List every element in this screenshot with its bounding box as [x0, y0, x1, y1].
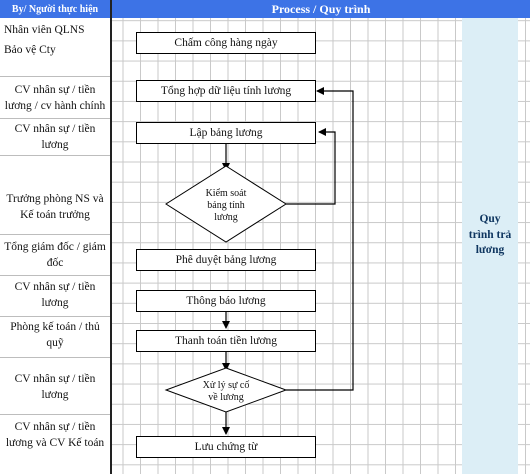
- actor-cv-tien-luong-3: CV nhân sự / tiền lương: [0, 372, 110, 403]
- actor-line: CV nhân sự / tiền: [14, 421, 96, 433]
- actor-line: đốc: [46, 256, 64, 269]
- step-cham-cong: Chấm công hàng ngày: [136, 32, 316, 54]
- actor-qlns-line2: Bảo vệ Cty: [4, 43, 56, 56]
- decision-line: Xử lý sự cố: [202, 380, 250, 391]
- step-thanh-toan: Thanh toán tiền lương: [136, 330, 316, 352]
- actor-line: quỹ: [46, 336, 64, 349]
- actor-line: CV nhân sự / tiền: [14, 373, 96, 385]
- actor-column: [0, 18, 110, 474]
- actor-cv-tien-luong-hanh-chinh: CV nhân sự / tiền lương / cv hành chính: [0, 83, 110, 114]
- step-thong-bao: Thông báo lương: [136, 290, 316, 312]
- step-phe-duyet: Phê duyệt bảng lương: [136, 249, 316, 271]
- actor-line: lương / cv hành chính: [4, 99, 106, 112]
- actor-line: CV nhân sự / tiền: [14, 123, 96, 135]
- actor-line: CV nhân sự / tiền: [14, 281, 96, 293]
- decision-kiem-soat-label: Kiểm soát bảng tính lương: [186, 188, 266, 224]
- actor-line: CV nhân sự / tiền: [14, 84, 96, 96]
- process-name-line: lương: [475, 244, 505, 257]
- actor-line: Tổng giám đốc / giám: [4, 241, 106, 253]
- actor-tong-giam-doc: Tổng giám đốc / giám đốc: [0, 240, 110, 271]
- actor-separator: [0, 357, 110, 358]
- process-name-line: trình trả: [468, 228, 512, 241]
- actor-line: lương và CV Kế toán: [5, 436, 105, 449]
- actor-cv-tien-luong: CV nhân sự / tiền lương: [0, 122, 110, 153]
- actor-separator: [0, 76, 110, 77]
- decision-xu-ly-label: Xử lý sự cố về lương: [186, 380, 266, 404]
- actor-line: lương: [41, 296, 69, 309]
- process-name-band: [462, 18, 518, 474]
- actor-phong-ke-toan: Phòng kế toán / thủ quỹ: [0, 320, 110, 351]
- actor-qlns: Nhân viên QLNS Bảo vệ Cty: [0, 23, 114, 58]
- actor-separator: [0, 316, 110, 317]
- step-tong-hop: Tổng hợp dữ liệu tính lương: [136, 80, 316, 102]
- actor-line: Phòng kế toán / thủ: [10, 321, 100, 333]
- actor-separator: [0, 414, 110, 415]
- actor-cv-ke-toan: CV nhân sự / tiền lương và CV Kế toán: [0, 420, 110, 451]
- actor-line: Trưởng phòng NS và: [6, 193, 104, 205]
- actor-separator: [0, 275, 110, 276]
- process-column-header: Process / Quy trình: [112, 0, 530, 18]
- decision-line: bảng tính: [207, 200, 245, 211]
- process-name-label: Quy trình trả lương: [462, 212, 518, 259]
- actor-column-header: By/ Người thực hiện: [0, 0, 110, 18]
- actor-cv-tien-luong-2: CV nhân sự / tiền lương: [0, 280, 110, 311]
- decision-line: lương: [214, 212, 238, 223]
- loop-xuly-to-tonghop: [286, 87, 354, 391]
- actor-separator: [0, 234, 110, 235]
- decision-line: Kiểm soát: [205, 188, 247, 199]
- decision-kiem-soat-shape: [165, 165, 287, 243]
- step-luu-chung-tu: Lưu chứng từ: [136, 436, 316, 458]
- decision-line: về lương: [208, 392, 244, 403]
- loop-kiemsoat-to-lap: [286, 128, 336, 205]
- actor-qlns-line1: Nhân viên QLNS: [4, 24, 85, 36]
- actor-line: lương: [41, 388, 69, 401]
- actor-separator: [0, 118, 110, 119]
- step-lap-bang-luong: Lập bảng lương: [136, 122, 316, 144]
- actor-line: lương: [41, 138, 69, 151]
- process-name-line: Quy: [479, 213, 501, 225]
- actor-truong-phong: Trưởng phòng NS và Kế toán trưởng: [0, 192, 110, 223]
- actor-separator: [0, 155, 110, 156]
- column-divider: [110, 0, 112, 474]
- actor-line: Kế toán trưởng: [20, 208, 90, 221]
- decision-xu-ly-shape: [164, 367, 288, 413]
